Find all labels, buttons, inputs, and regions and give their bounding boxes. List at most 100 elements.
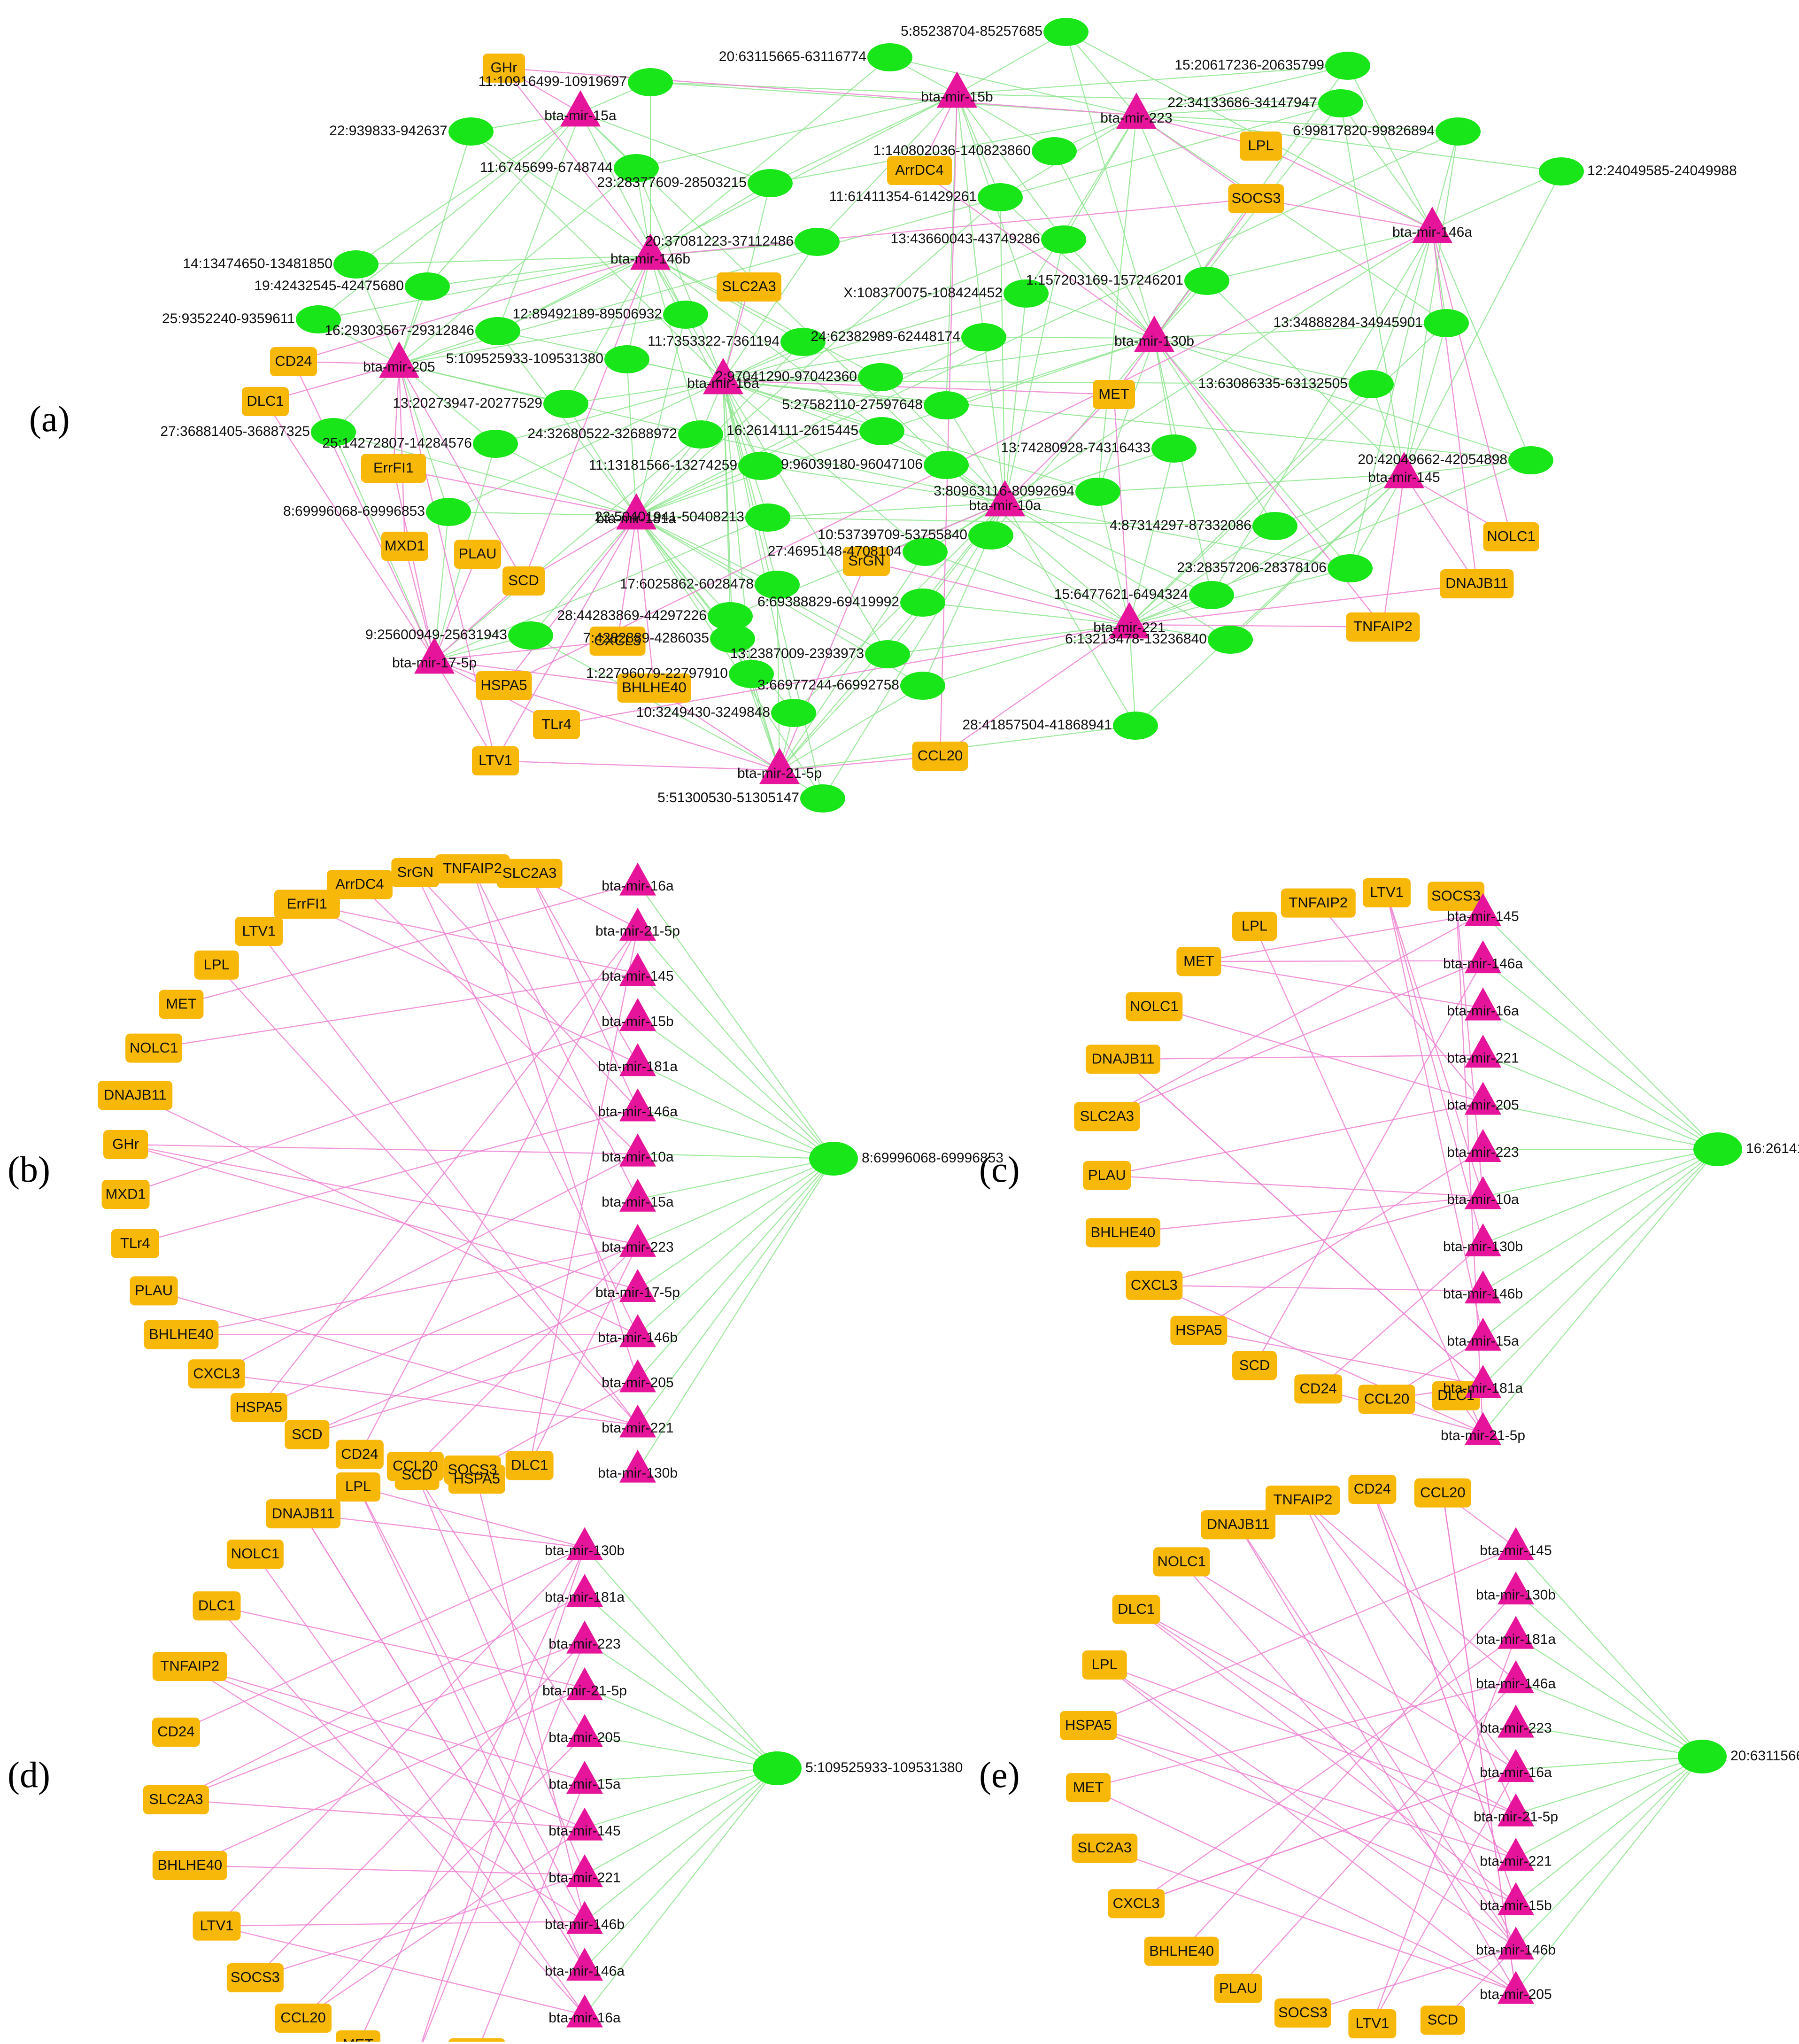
circrna-node-13-34888284-34945901[interactable] xyxy=(1424,309,1469,337)
circrna-label: 10:53739709-53755840 xyxy=(818,527,967,542)
circrna-node-3-80963116-80992694[interactable] xyxy=(1075,478,1120,506)
circrna-node-20-37081223-37112486[interactable] xyxy=(795,228,840,256)
gene-label: LTV1 xyxy=(242,922,276,939)
circrna-label: 27:36881405-36887325 xyxy=(160,424,310,439)
circrna-label: 22:939833-942637 xyxy=(329,123,448,139)
circrna-node-13-43660043-43749286[interactable] xyxy=(1041,225,1086,254)
circrna-node-20-42049662-42054898[interactable] xyxy=(1508,446,1553,474)
circrna-node-5-27582110-27597648[interactable] xyxy=(924,391,969,419)
mirna-label: bta-mir-146a xyxy=(545,1963,625,1979)
mirna-label: bta-mir-181a xyxy=(1443,1380,1523,1396)
panel-label-b: (b) xyxy=(8,1149,50,1190)
circrna-node-14-13474650-13481850[interactable] xyxy=(333,250,378,279)
hub-circrna-c[interactable] xyxy=(1693,1132,1742,1166)
gene-label: MET xyxy=(166,996,197,1012)
circrna-node-1-140802036-140823860[interactable] xyxy=(1032,137,1077,165)
gene-label: LTV1 xyxy=(200,1917,234,1934)
circrna-node-22-34133686-34147947[interactable] xyxy=(1318,89,1363,117)
gene-label: SLC2A3 xyxy=(1080,1107,1134,1124)
gene-node-cxcl3[interactable] xyxy=(448,2038,505,2042)
circrna-node-19-42432545-42475680[interactable] xyxy=(405,272,450,301)
gene-label: CD24 xyxy=(341,1446,378,1462)
circrna-node-6-99817820-99826894[interactable] xyxy=(1436,117,1481,146)
circrna-mirna-edge xyxy=(636,516,730,616)
hub-circrna-e[interactable] xyxy=(1678,1740,1727,1773)
mirna-label: bta-mir-21-5p xyxy=(542,1683,627,1698)
mirna-label: bta-mir-130b xyxy=(1476,1587,1556,1603)
circrna-node-13-2387009-2393973[interactable] xyxy=(865,640,910,668)
circrna-node-13-20273947-20277529[interactable] xyxy=(543,390,588,418)
circrna-node-25-14272807-14284576[interactable] xyxy=(473,430,518,458)
circrna-label: 12:89492189-89506932 xyxy=(512,306,662,322)
circrna-node-24-32680522-32688972[interactable] xyxy=(678,420,723,449)
gene-mirna-edge xyxy=(1154,1285,1483,1432)
circrna-node-15-6477621-6494324[interactable] xyxy=(1189,581,1234,609)
circrna-node-3-66977244-66992758[interactable] xyxy=(900,672,945,700)
circrna-node-1-157203169-157246201[interactable] xyxy=(1184,267,1229,295)
circrna-node-15-20617236-20635799[interactable] xyxy=(1325,52,1370,80)
gene-mirna-edge xyxy=(1238,1681,1516,1989)
circrna-node-9-96039180-96047106[interactable] xyxy=(924,451,969,479)
circrna-mirna-edge xyxy=(1098,338,1154,492)
mirna-label: bta-mir-15a xyxy=(1447,1333,1519,1349)
circrna-node-28-41857504-41868941[interactable] xyxy=(1113,712,1158,740)
gene-label: TLr4 xyxy=(120,1235,150,1251)
circrna-label: 9:96039180-96047106 xyxy=(781,457,923,472)
mirna-label: bta-mir-145 xyxy=(1368,470,1440,485)
circrna-node-5-85238704-85257685[interactable] xyxy=(1043,18,1089,46)
circrna-node-20-63115665-63116774[interactable] xyxy=(867,43,912,71)
circrna-mirna-edge xyxy=(1350,474,1404,568)
gene-label: DNAJB11 xyxy=(1207,1516,1270,1533)
circrna-node-6-69388829-69419992[interactable] xyxy=(900,588,945,617)
circrna-node-5-51300530-51305147[interactable] xyxy=(800,784,845,813)
circrna-label: 5:109525933-109531380 xyxy=(446,351,603,366)
gene-label: DNAJB11 xyxy=(1445,575,1508,591)
circrna-node-2-97041290-97042360[interactable] xyxy=(858,363,903,391)
mirna-label: bta-mir-205 xyxy=(1447,1098,1519,1113)
circrna-node-5-109525933-109531380[interactable] xyxy=(604,345,649,373)
circrna-mirna-edge xyxy=(780,686,923,770)
circrna-node-16-2614111-2615445[interactable] xyxy=(859,417,904,445)
hub-circrna-b[interactable] xyxy=(809,1142,858,1176)
hub-circrna-d[interactable] xyxy=(753,1751,802,1785)
circrna-node-6-13213478-13236840[interactable] xyxy=(1208,626,1253,654)
gene-mirna-edge xyxy=(1443,1493,1516,1991)
circrna-label: 17:6025862-6028478 xyxy=(620,576,754,592)
circrna-node-11-13181566-13274259[interactable] xyxy=(738,452,783,480)
circrna-node-9-25600949-25631943[interactable] xyxy=(508,621,553,650)
panel-label-a: (a) xyxy=(29,398,70,439)
circrna-node-4-87314297-87332086[interactable] xyxy=(1252,512,1297,540)
circrna-node-13-63086335-63132505[interactable] xyxy=(1349,370,1394,398)
circrna-node-10-3249430-3249848[interactable] xyxy=(771,699,816,727)
circrna-node-8-69996068-69996853[interactable] xyxy=(426,498,471,526)
circrna-label: 28:44283869-44297226 xyxy=(557,608,707,623)
circrna-node-22-939833-942637[interactable] xyxy=(448,117,494,146)
gene-label: DLC1 xyxy=(1118,1601,1155,1617)
circrna-node-23-28357206-28378106[interactable] xyxy=(1328,554,1373,582)
mirna-label: bta-mir-10a xyxy=(602,1149,674,1165)
circrna-node-24-62382989-62448174[interactable] xyxy=(961,323,1006,351)
gene-mirna-edge xyxy=(135,1109,638,1244)
circrna-node-13-74280928-74316433[interactable] xyxy=(1151,434,1197,463)
circrna-node-11-10916499-10919697[interactable] xyxy=(628,68,673,96)
circrna-label: 24:62382989-62448174 xyxy=(811,329,960,344)
circrna-node-23-50401941-50408213[interactable] xyxy=(745,503,790,532)
circrna-label: X:108370075-108424452 xyxy=(843,285,1003,301)
gene-mirna-edge xyxy=(472,869,638,1380)
circrna-node-11-61411354-61429261[interactable] xyxy=(978,183,1023,211)
circrna-label: 20:37081223-37112486 xyxy=(645,233,794,249)
mirna-label: bta-mir-146a xyxy=(598,1104,678,1120)
mirna-label: bta-mir-223 xyxy=(1100,110,1172,126)
circrna-node-12-24049585-24049988[interactable] xyxy=(1539,157,1584,186)
circrna-node-23-28377609-28503215[interactable] xyxy=(748,169,793,197)
circrna-node-10-53739709-53755840[interactable] xyxy=(968,521,1013,550)
circrna-label: 13:74280928-74316433 xyxy=(1001,440,1150,456)
gene-label: LPL xyxy=(345,1478,371,1494)
gene-label: SCD xyxy=(1239,1357,1270,1373)
gene-label: MET xyxy=(1183,952,1214,969)
gene-label: BHLHE40 xyxy=(622,679,687,696)
circrna-node-12-89492189-89506932[interactable] xyxy=(663,301,708,329)
gene-label: BHLHE40 xyxy=(1090,1224,1155,1240)
gene-label: CCL20 xyxy=(1420,1484,1466,1501)
hub-mirna-edge xyxy=(1483,1149,1718,1386)
